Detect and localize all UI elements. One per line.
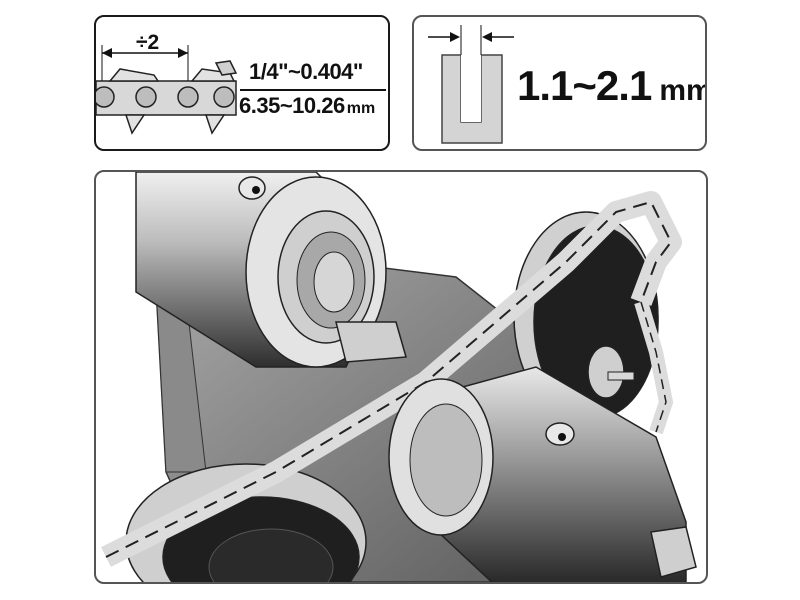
chain-pitch-icon	[96, 45, 238, 135]
groove-width-icon	[428, 25, 514, 144]
sharpener-illustration-panel	[94, 170, 708, 584]
right-clamp-cylinder	[388, 366, 697, 582]
saw-chain	[101, 191, 682, 567]
fraction-divider	[240, 89, 386, 91]
gauge-spec-panel: 1.1~2.1mm	[412, 15, 707, 151]
gauge-range-label: 1.1~2.1mm	[517, 62, 705, 109]
divisor-label: ÷2	[136, 31, 160, 54]
gauge-value: 1.1~2.1	[517, 62, 652, 109]
chain-sharpener-illustration	[101, 172, 697, 582]
gauge-unit: mm	[659, 74, 705, 107]
pitch-mm-unit: mm	[346, 100, 376, 117]
left-clamp-cylinder	[135, 172, 407, 368]
pitch-inch-label: 1/4"~0.404"	[249, 59, 363, 84]
pitch-mm-value: 6.35~10.26	[239, 93, 345, 118]
